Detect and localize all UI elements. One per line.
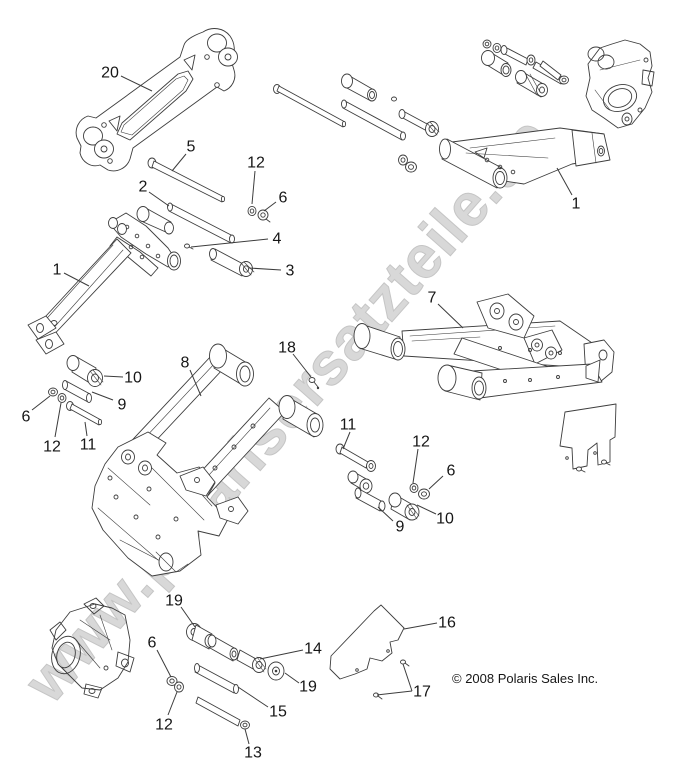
line-art-layer bbox=[27, 28, 655, 730]
callout-label-11: 11 bbox=[340, 417, 357, 434]
callout-label-14: 14 bbox=[304, 641, 322, 658]
rear-knuckle-upper bbox=[585, 39, 655, 129]
callout-label-7: 7 bbox=[428, 290, 437, 307]
callout-leader-10 bbox=[416, 504, 437, 515]
callout-leader-6 bbox=[156, 649, 172, 678]
callout-label-15: 15 bbox=[269, 704, 287, 721]
callout-leader-17 bbox=[402, 663, 413, 692]
part-1-right-control-arm bbox=[439, 127, 611, 189]
hardware-top-middle bbox=[273, 73, 440, 173]
callout-label-1: 1 bbox=[572, 196, 581, 213]
callout-leader-7 bbox=[437, 303, 464, 329]
callout-label-18: 18 bbox=[278, 340, 296, 357]
part-7-control-arm-assembly bbox=[353, 293, 615, 401]
callout-label-19: 19 bbox=[165, 593, 183, 610]
part-17-screws bbox=[373, 659, 410, 700]
callout-leader-6 bbox=[31, 395, 51, 411]
callout-label-12: 12 bbox=[412, 434, 430, 451]
callout-label-3: 3 bbox=[286, 263, 295, 280]
callout-leader-18 bbox=[292, 353, 312, 378]
callout-leader-2 bbox=[148, 191, 170, 207]
rear-knuckle-lower bbox=[49, 597, 135, 699]
copyright-text: © 2008 Polaris Sales Inc. bbox=[452, 671, 598, 686]
part-5-bolt bbox=[147, 157, 226, 203]
callout-label-6: 6 bbox=[279, 190, 288, 207]
callout-leader-17 bbox=[376, 690, 413, 696]
callout-leader-12 bbox=[167, 691, 178, 716]
callout-leader-5 bbox=[171, 153, 187, 172]
part-16-guard bbox=[329, 604, 405, 680]
callout-label-11: 11 bbox=[80, 437, 97, 454]
part-18-fitting bbox=[308, 377, 320, 390]
nut-6a bbox=[257, 209, 271, 223]
callout-label-9: 9 bbox=[118, 397, 127, 414]
part-8-control-arm-assembly bbox=[91, 343, 324, 577]
callout-leader-12 bbox=[251, 170, 256, 205]
callout-leader-15 bbox=[237, 686, 269, 708]
washer-12a bbox=[247, 205, 257, 217]
callout-leader-6 bbox=[263, 201, 277, 212]
hardware-cluster-left bbox=[48, 355, 104, 426]
callout-leader-16 bbox=[403, 622, 438, 630]
callout-label-1: 1 bbox=[53, 262, 62, 279]
part-1-left-control-arm bbox=[27, 212, 181, 355]
callout-label-12: 12 bbox=[43, 439, 61, 456]
callout-leader-9 bbox=[91, 391, 114, 401]
callout-leader-19 bbox=[180, 606, 196, 628]
callout-label-12: 12 bbox=[247, 155, 265, 172]
callout-label-20: 20 bbox=[101, 65, 119, 82]
callout-leader-1 bbox=[63, 272, 90, 287]
part-4-screw bbox=[184, 243, 194, 250]
callout-leader-4 bbox=[190, 238, 269, 248]
callout-leader-19 bbox=[284, 672, 300, 684]
callout-label-6: 6 bbox=[148, 635, 157, 652]
callout-leader-10 bbox=[103, 375, 124, 378]
callout-label-13: 13 bbox=[244, 745, 262, 762]
callout-leader-8 bbox=[189, 369, 202, 397]
callout-label-5: 5 bbox=[187, 139, 196, 156]
callout-label-9: 9 bbox=[396, 519, 405, 536]
hardware-cluster-right bbox=[335, 443, 430, 521]
part-20-cross-brace bbox=[75, 28, 238, 172]
callout-leader-1 bbox=[556, 167, 573, 196]
callout-label-6: 6 bbox=[447, 463, 456, 480]
callout-leader-9 bbox=[377, 506, 394, 522]
callout-leader-3 bbox=[248, 267, 282, 271]
callout-leader-11 bbox=[342, 431, 351, 450]
callout-label-16: 16 bbox=[438, 615, 456, 632]
callout-label-8: 8 bbox=[181, 355, 190, 372]
callout-leader-6 bbox=[428, 475, 444, 490]
part-3-spacer bbox=[209, 248, 255, 277]
callout-label-4: 4 bbox=[273, 231, 282, 248]
callout-leader-13 bbox=[244, 728, 250, 745]
callout-leader-12 bbox=[54, 402, 62, 438]
callout-label-10: 10 bbox=[436, 511, 454, 528]
callout-label-19: 19 bbox=[299, 679, 317, 696]
guard-plate-upper bbox=[559, 403, 617, 473]
callout-label-2: 2 bbox=[139, 179, 148, 196]
hardware-stack-upper-right bbox=[481, 39, 569, 98]
callout-leader-11 bbox=[84, 421, 88, 437]
callout-leader-12 bbox=[412, 448, 419, 484]
callout-label-12: 12 bbox=[155, 717, 173, 734]
callout-leader-14 bbox=[259, 649, 304, 660]
callout-label-10: 10 bbox=[124, 370, 142, 387]
callout-label-17: 17 bbox=[413, 684, 431, 701]
callout-leader-20 bbox=[120, 75, 153, 92]
callout-label-6: 6 bbox=[22, 409, 31, 426]
hardware-cluster-bottom bbox=[166, 623, 285, 730]
